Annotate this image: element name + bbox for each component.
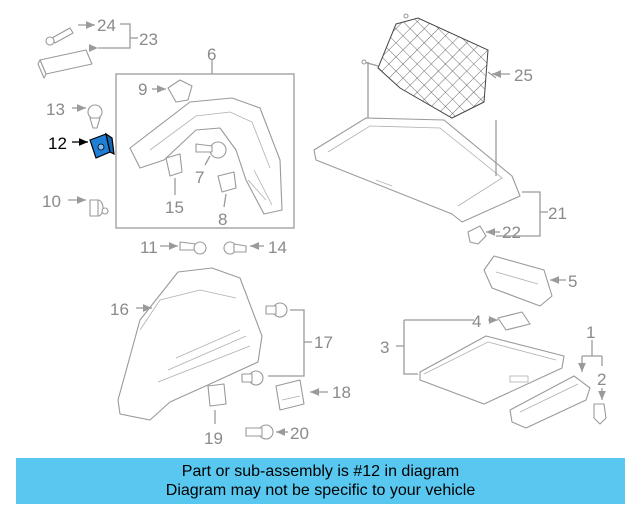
callout-14: 14 — [268, 238, 287, 257]
quarter-trim-part-6 — [129, 97, 283, 215]
floor-panel-part-3 — [419, 335, 565, 405]
parcel-shelf-part-21 — [313, 62, 521, 223]
callout-21: 21 — [548, 204, 567, 223]
callout-4: 4 — [472, 312, 481, 331]
callout-23: 23 — [139, 30, 158, 49]
parts-diagram: 24 23 13 12 10 6 9 7 — [37, 13, 607, 448]
bulb-part-24 — [45, 27, 74, 46]
clip-part-12-highlighted — [89, 132, 115, 159]
callout-13: 13 — [46, 100, 65, 119]
lamp-part-23 — [37, 49, 93, 79]
info-banner: Part or sub-assembly is #12 in diagram D… — [16, 458, 625, 504]
callout-24: 24 — [97, 16, 116, 35]
callout-22: 22 — [502, 223, 521, 242]
callout-17: 17 — [314, 333, 333, 352]
banner-line-2: Diagram may not be specific to your vehi… — [165, 482, 476, 499]
callout-25: 25 — [514, 66, 533, 85]
callout-18: 18 — [332, 383, 351, 402]
callout-12: 12 — [48, 134, 67, 153]
callout-8: 8 — [218, 210, 227, 229]
callout-7: 7 — [195, 168, 204, 187]
bolt-part-7 — [195, 141, 227, 159]
callout-2: 2 — [597, 370, 606, 389]
cargo-net-part-25 — [361, 13, 497, 119]
hook-part-22 — [467, 225, 487, 245]
callout-15: 15 — [165, 198, 184, 217]
scuff-plate-part-1 — [509, 375, 591, 429]
pad-part-4 — [497, 311, 531, 331]
bolt-part-17a — [265, 302, 288, 318]
callout-10: 10 — [42, 192, 61, 211]
bracket-part-5 — [483, 255, 553, 307]
callout-1: 1 — [586, 323, 595, 342]
clip-part-15 — [165, 153, 183, 177]
strip-part-18 — [275, 379, 305, 411]
bolt-part-17b — [241, 370, 264, 386]
clip-part-13 — [87, 104, 103, 129]
pin-part-10 — [89, 199, 109, 217]
callout-6: 6 — [207, 45, 216, 64]
callout-5: 5 — [568, 272, 577, 291]
side-trim-part-16 — [117, 267, 263, 421]
clip-part-2 — [593, 403, 607, 425]
callout-9: 9 — [138, 80, 147, 99]
callout-11: 11 — [140, 238, 158, 257]
bracket-part-9 — [167, 79, 193, 103]
clip-part-8 — [217, 171, 237, 193]
screw-part-14 — [223, 241, 247, 255]
callout-19: 19 — [204, 429, 223, 448]
callout-3: 3 — [380, 338, 389, 357]
banner-line-1: Part or sub-assembly is #12 in diagram — [181, 463, 460, 480]
screw-part-11 — [179, 241, 207, 255]
callout-16: 16 — [110, 300, 129, 319]
callout-20: 20 — [290, 424, 309, 443]
group-box-6 — [115, 73, 295, 229]
bolt-part-20 — [245, 424, 274, 440]
pad-part-19 — [207, 383, 227, 407]
